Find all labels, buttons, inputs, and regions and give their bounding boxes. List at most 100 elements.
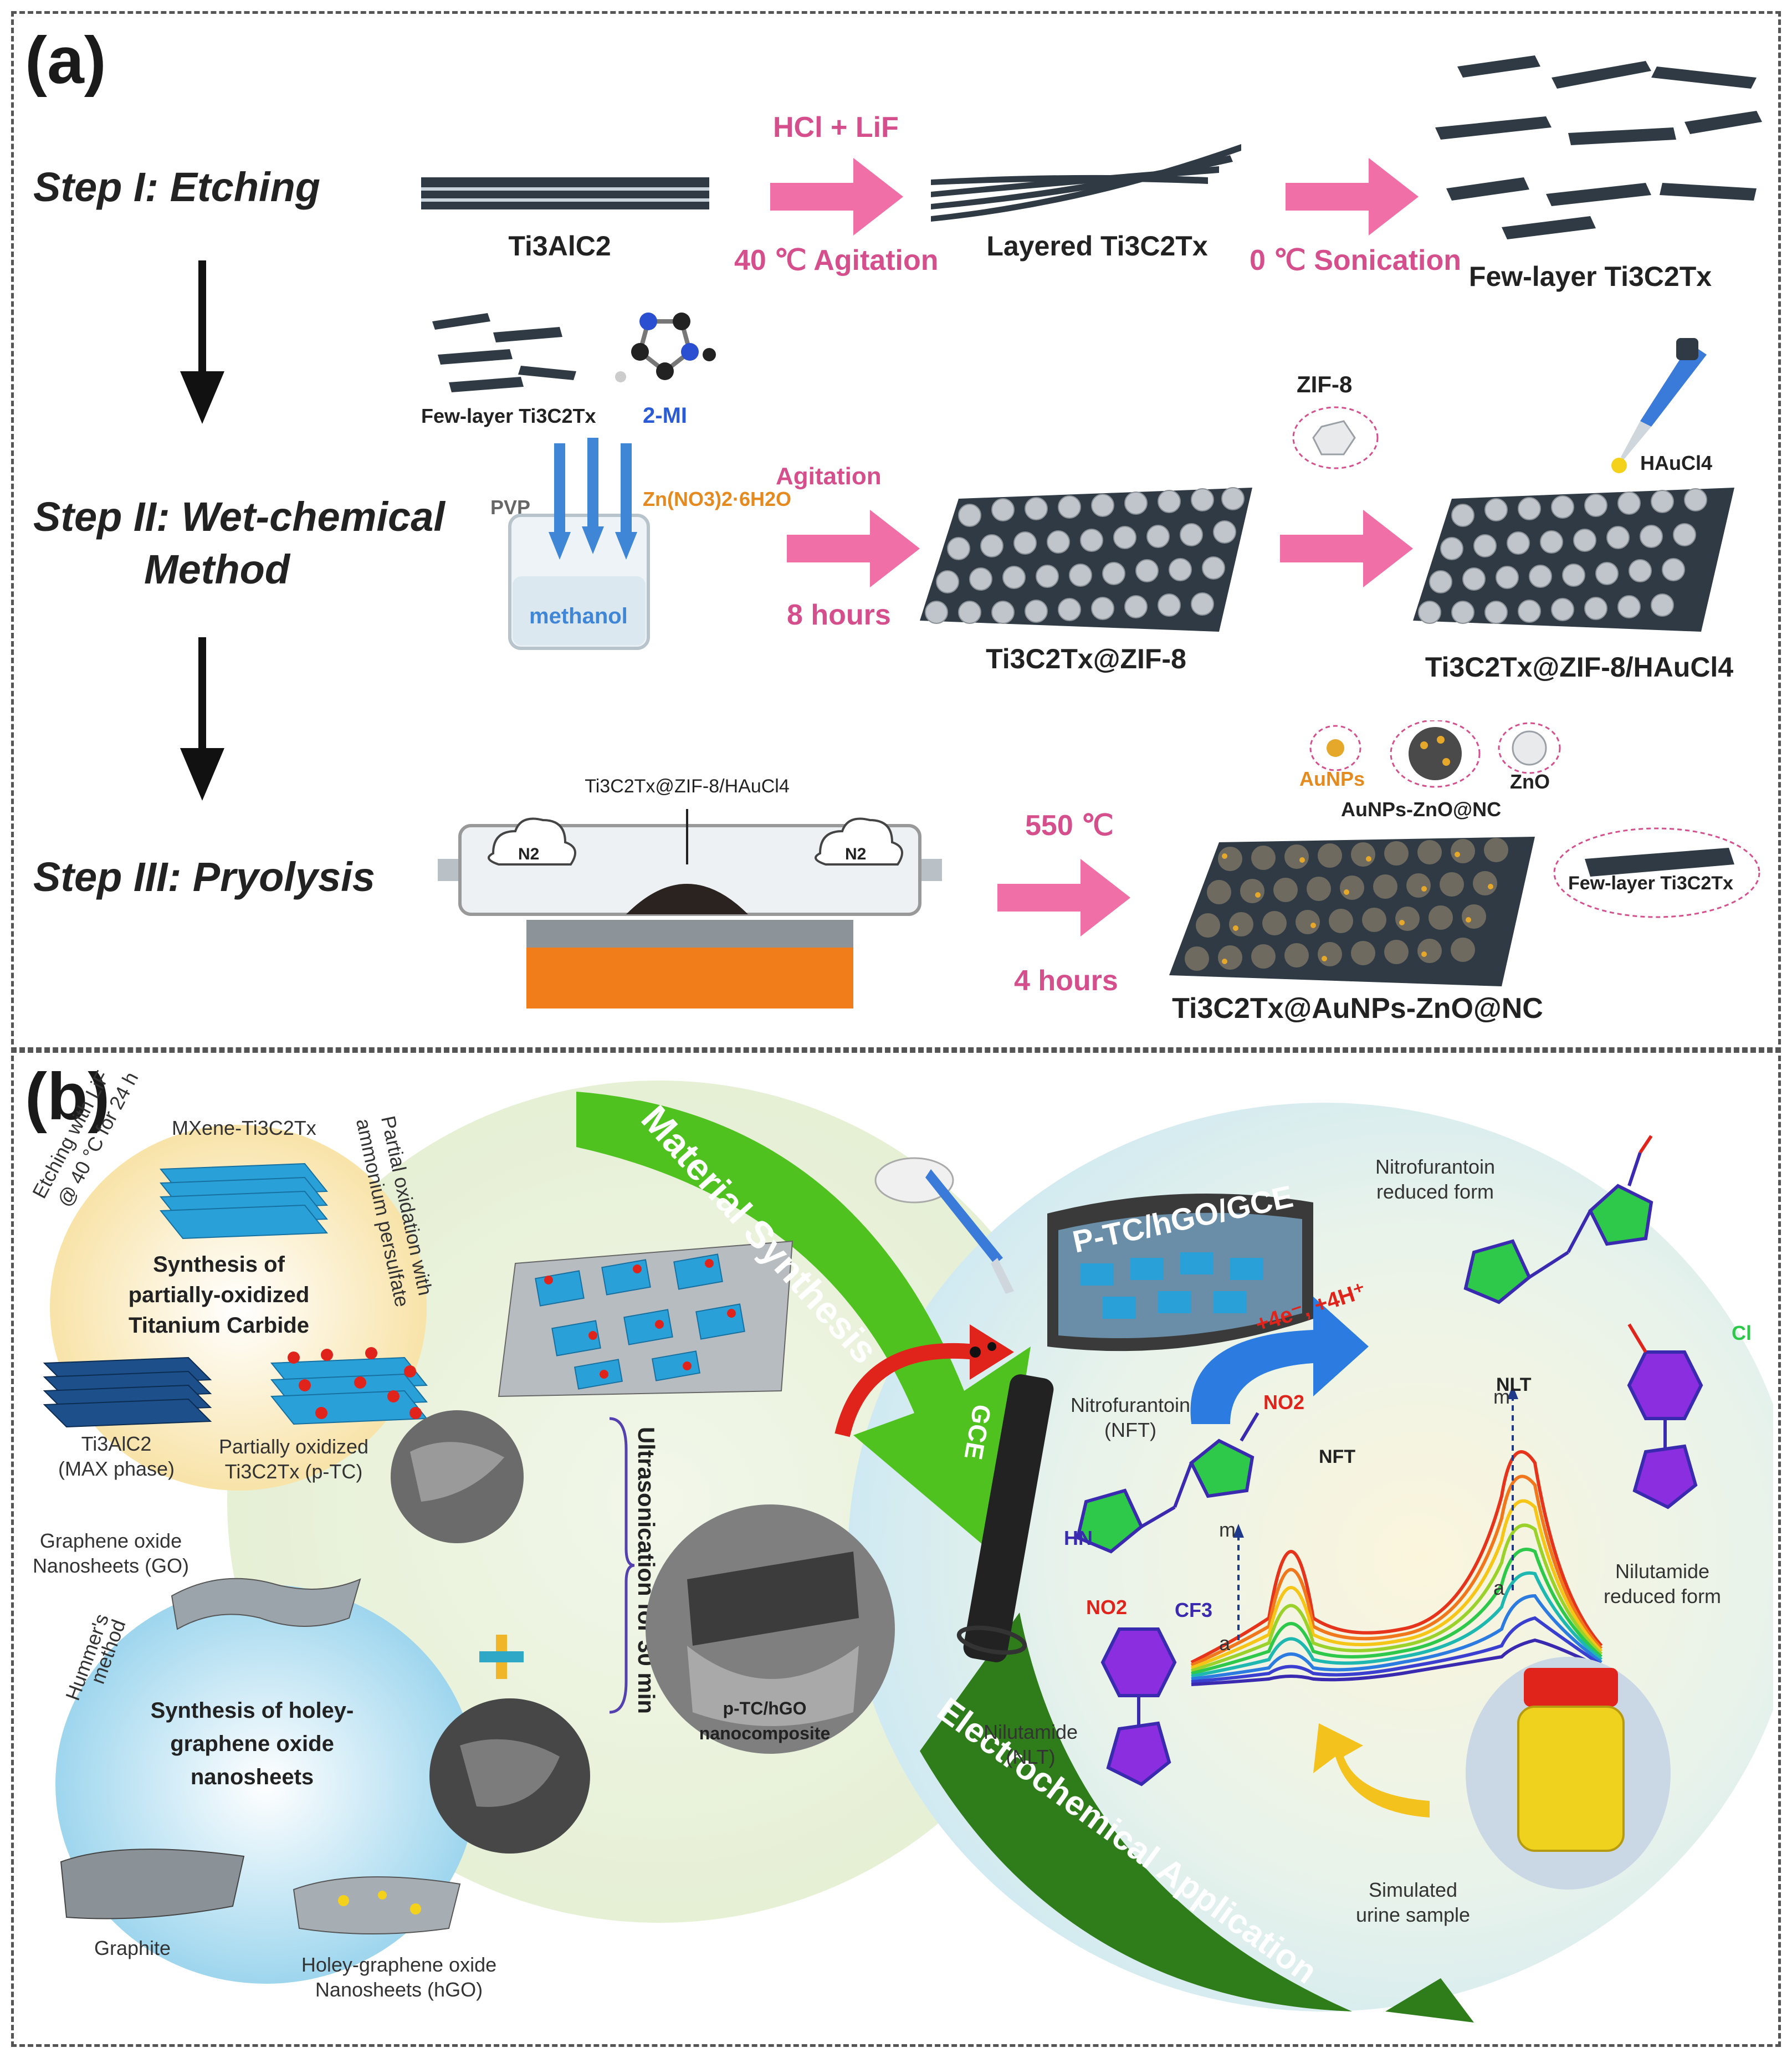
step-2-label-line1: Step II: Wet-chemical: [33, 494, 445, 540]
max-phase-label-line1: Ti3AlC2: [81, 1432, 152, 1455]
nlt-cf3-label: CF3: [1175, 1599, 1213, 1621]
panel-b-label: (b): [25, 1059, 110, 1134]
pink-arrow-4: [1280, 510, 1413, 587]
urine-label-line1: Simulated: [1368, 1878, 1458, 1901]
nft-peak-label: NFT: [1319, 1446, 1356, 1467]
nilutamide-reduced-line2: reduced form: [1603, 1585, 1722, 1608]
gloved-pipette: [874, 1157, 1014, 1294]
step-2-label-line2: Method: [144, 546, 290, 592]
beaker: [508, 438, 650, 650]
aunps-zno-inset: [1309, 720, 1561, 788]
nanocomposite-label-line1: p-TC/hGO: [723, 1698, 807, 1718]
condition-4-hours: 4 hours: [1014, 965, 1118, 997]
ti3c2tx-zif8-haucl4-lattice: [1413, 488, 1734, 632]
zno-label: ZnO: [1510, 770, 1550, 793]
synthesis-hgo-line3: nanosheets: [190, 1765, 314, 1789]
pink-arrow-3: [787, 510, 920, 587]
panel-a: [11, 11, 1781, 1053]
aunps-label: AuNPs: [1299, 767, 1365, 790]
max-phase-label-line2: (MAX phase): [58, 1457, 175, 1480]
aunps-zno-nc-lattice: [1169, 837, 1535, 986]
down-arrow-2: [180, 637, 224, 801]
condition-0c-sonication: 0 ℃ Sonication: [1250, 244, 1462, 277]
nlt-peak-label: NLT: [1496, 1374, 1532, 1395]
2-mi-label: 2-MI: [643, 403, 687, 428]
nft-label-line2: (NFT): [1104, 1419, 1156, 1441]
hgo-label-line2: Nanosheets (hGO): [315, 1978, 483, 2001]
nitrofurantoin-reduced-line1: Nitrofurantoin: [1375, 1155, 1496, 1178]
ptc-label-line1: Partially oxidized: [218, 1435, 369, 1458]
nitrofurantoin-reduced-line2: reduced form: [1376, 1180, 1494, 1203]
electrode-surface: [1047, 1194, 1313, 1351]
nlt-label-line1: Nilutamide: [983, 1721, 1078, 1743]
few-layer-ti3c2tx-label: Few-layer Ti3C2Tx: [1468, 261, 1712, 292]
few-layer-flakes: [1435, 55, 1762, 239]
max-phase-stack: [43, 1356, 212, 1428]
aunps-zno-nc-label: AuNPs-ZnO@NC: [1341, 798, 1502, 821]
down-arrow-1: [180, 260, 224, 424]
synthesis-hgo-line1: Synthesis of holey-: [150, 1698, 354, 1723]
graphite-label: Graphite: [94, 1937, 171, 1959]
synthesis-ptc-line2: partially-oxidized: [128, 1283, 310, 1307]
panel-a-label: (a): [25, 23, 106, 98]
n2-label-left: N2: [518, 845, 540, 863]
yellow-curved-arrow: [1313, 1723, 1430, 1818]
pipette-icon: [1611, 338, 1707, 473]
step-1-label: Step I: Etching: [33, 164, 320, 210]
small-flakes: [432, 313, 576, 392]
haucl4-label: HAuCl4: [1640, 452, 1713, 474]
condition-550c: 550 ℃: [1025, 810, 1114, 842]
holey-graphene-sheet: [293, 1876, 461, 1934]
red-curved-arrow: [834, 1324, 1014, 1437]
methanol-label: methanol: [529, 604, 628, 628]
mxene-label: MXene-Ti3C2Tx: [172, 1117, 316, 1139]
ti3c2tx-zif8-label: Ti3C2Tx@ZIF-8: [986, 643, 1186, 674]
urine-sample-vial: [1466, 1657, 1671, 1890]
condition-agitation: Agitation: [776, 463, 882, 490]
n2-label-right: N2: [845, 845, 867, 863]
furnace-sample-label: Ti3C2Tx@ZIF-8/HAuCl4: [585, 776, 790, 797]
ultrasonication-bracket: [609, 1417, 635, 1714]
ti3c2tx-zif8-haucl4-label: Ti3C2Tx@ZIF-8/HAuCl4: [1425, 652, 1734, 683]
graphene-oxide-sheet: [171, 1578, 361, 1630]
layered-ti3c2tx-label: Layered Ti3C2Tx: [986, 231, 1208, 262]
a-label-right: a: [1493, 1576, 1505, 1599]
condition-8-hours: 8 hours: [787, 599, 891, 631]
ptc-stack: [270, 1347, 428, 1425]
zn-nitrate-label: Zn(NO3)2·6H2O: [643, 488, 792, 510]
zif8-inset: [1292, 406, 1379, 469]
panel-b: [11, 1047, 1781, 2047]
tem-image-composite: [646, 1504, 895, 1754]
graphite-sheet: [60, 1849, 245, 1919]
2-mi-molecule: [615, 313, 716, 382]
synthesis-ptc-line1: Synthesis of: [153, 1252, 285, 1277]
m-label-right: m: [1493, 1385, 1510, 1408]
hgo-label-line1: Holey-graphene oxide: [301, 1953, 497, 1976]
nilutamide-reduced-line1: Nilutamide: [1615, 1560, 1710, 1583]
condition-40c-agitation: 40 ℃ Agitation: [734, 244, 939, 277]
ptc-label-line2: Ti3C2Tx (p-TC): [224, 1460, 363, 1483]
cl-label: Cl: [1732, 1322, 1752, 1344]
synthesis-ptc-line3: Titanium Carbide: [129, 1313, 309, 1338]
plus-icon: [479, 1635, 524, 1679]
ti3alc2-label: Ti3AlC2: [508, 231, 611, 262]
ti3c2tx-zif8-lattice: [920, 487, 1252, 632]
few-layer-label-row2: Few-layer Ti3C2Tx: [421, 405, 596, 427]
a-label-left: a: [1219, 1632, 1231, 1655]
nanocomposite-label-line2: nanocomposite: [699, 1723, 831, 1743]
synthesis-hgo-line2: graphene oxide: [170, 1732, 334, 1756]
go-label-line1: Graphene oxide: [39, 1529, 182, 1552]
nlt-label-line2: (NLT): [1006, 1745, 1056, 1768]
pink-arrow-2: [1286, 158, 1419, 236]
gce-electrode: [956, 1342, 1054, 1662]
pink-arrow-5: [997, 859, 1130, 936]
ti3c2tx-aunps-zno-nc-label: Ti3C2Tx@AuNPs-ZnO@NC: [1172, 992, 1543, 1025]
urine-label-line2: urine sample: [1355, 1903, 1471, 1926]
step-3-label: Step III: Pryolysis: [33, 854, 375, 900]
m-label-left: m: [1219, 1518, 1236, 1541]
few-layer-inset: [1553, 827, 1760, 918]
ti3alc2-slab: [421, 177, 709, 209]
zif8-label: ZIF-8: [1297, 371, 1353, 397]
nft-label-line1: Nitrofurantoin: [1070, 1394, 1191, 1416]
no2-label: NO2: [1263, 1391, 1305, 1414]
